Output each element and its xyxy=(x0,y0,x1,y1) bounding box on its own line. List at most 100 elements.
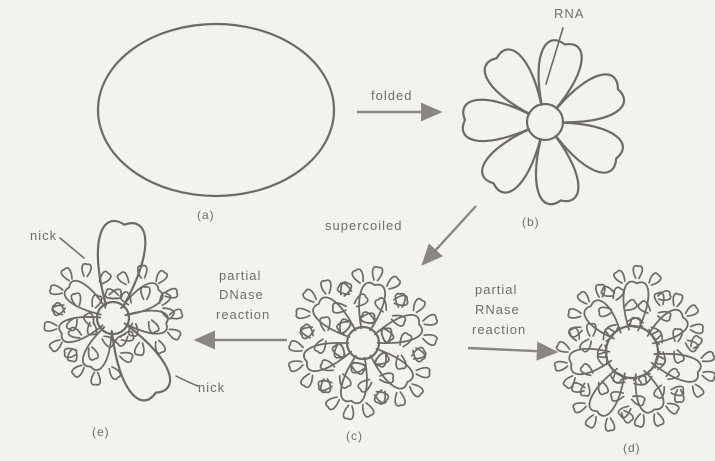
supercoil-minor-loop xyxy=(117,272,128,285)
rosette-loop xyxy=(539,40,582,108)
circular-dna-a xyxy=(98,24,334,196)
supercoil-minor-loop xyxy=(363,403,374,417)
panel-a-label: (a) xyxy=(197,208,215,223)
supercoil-minor-loop xyxy=(387,276,400,288)
supercoil-minor-loop xyxy=(168,329,181,339)
supercoil-minor-loop xyxy=(578,292,590,304)
supercoil-minor-loop xyxy=(674,350,684,363)
supercoil-minor-loop xyxy=(573,403,586,413)
supercoil-minor-loop xyxy=(156,340,166,353)
supercoil-minor-loop xyxy=(691,336,702,349)
supercoil-minor-loop xyxy=(149,320,159,333)
dnase-label-line3: reaction xyxy=(216,307,270,322)
partially-relaxed-structure-e xyxy=(44,221,182,400)
dnase-label-line2: DNase xyxy=(219,287,264,302)
supercoil-minor-loop xyxy=(343,405,353,419)
supercoil-minor-loop xyxy=(416,368,430,378)
core-ring xyxy=(347,327,379,359)
rosette-loop xyxy=(482,129,540,192)
rosette-loop xyxy=(485,49,542,113)
supercoil-minor-loop xyxy=(289,361,303,371)
supercoil-minor-loop xyxy=(624,300,637,311)
supercoil-minor-loop xyxy=(693,384,704,397)
supercoil-minor-loop xyxy=(296,308,310,318)
supercoil-minor-loop xyxy=(50,285,63,294)
rna-digested-structure-d xyxy=(555,266,715,431)
supercoil-minor-loop xyxy=(666,403,679,413)
rnase-label-line2: RNase xyxy=(475,302,520,317)
supercoil-minor-loop xyxy=(375,353,389,364)
supercoil-domain-loop xyxy=(125,311,168,334)
supercoil-minor-loop xyxy=(50,340,62,351)
supercoil-minor-loop xyxy=(557,342,570,352)
supercoil-minor-loop xyxy=(622,411,634,423)
supercoil-minor-loop xyxy=(373,267,383,281)
supercoil-minor-loop xyxy=(301,374,313,388)
supercoil-minor-loop xyxy=(141,287,150,299)
folded-label: folded xyxy=(371,88,412,103)
supercoil-minor-loop xyxy=(633,266,642,279)
supercoil-minor-loop xyxy=(586,415,597,428)
dnase-label-line1: partial xyxy=(219,268,261,283)
supercoil-minor-loop xyxy=(156,271,167,284)
supercoiled-structure-c xyxy=(289,267,437,420)
supercoil-minor-loop xyxy=(375,392,389,403)
supercoil-minor-loop xyxy=(423,315,437,325)
supercoil-minor-loop xyxy=(120,353,133,363)
supercoil-minor-loop xyxy=(701,352,714,362)
rosette-loop xyxy=(556,123,623,173)
rna-pointer-line xyxy=(546,28,563,84)
supercoil-minor-loop xyxy=(135,343,144,356)
rnase-label-line3: reaction xyxy=(472,322,526,337)
supercoil-minor-loop xyxy=(635,414,644,427)
supercoil-minor-loop xyxy=(649,273,661,285)
supercoil-minor-loop xyxy=(340,374,351,388)
nick-bottom-pointer xyxy=(176,376,198,386)
rosette-loop xyxy=(557,74,625,122)
supercoil-minor-loop xyxy=(375,298,386,312)
supercoil-minor-loop xyxy=(338,283,352,294)
rnase-arrow xyxy=(468,348,556,352)
supercoil-minor-loop xyxy=(89,347,99,360)
supercoil-minor-loop xyxy=(352,269,363,283)
supercoil-minor-loop xyxy=(601,286,614,296)
panel-c-label: (c) xyxy=(346,429,363,444)
nick-top-pointer xyxy=(60,238,84,258)
supercoil-minor-loop xyxy=(82,264,91,277)
supercoil-minor-loop xyxy=(423,335,437,345)
supercoil-minor-loop xyxy=(72,365,84,377)
supercoiled-arrow xyxy=(423,206,476,264)
panel-b-label: (b) xyxy=(522,215,540,230)
supercoil-minor-loop xyxy=(109,289,122,298)
rosette-loop xyxy=(536,136,578,204)
panel-e-label: (e) xyxy=(92,425,110,440)
supercoiled-label: supercoiled xyxy=(325,218,403,233)
supercoil-minor-loop xyxy=(289,341,303,351)
supercoil-minor-loop xyxy=(303,289,316,302)
supercoil-minor-loop xyxy=(326,397,339,409)
rna-label: RNA xyxy=(554,6,584,21)
core-ring xyxy=(527,104,563,140)
supercoil-minor-loop xyxy=(654,413,664,426)
folded-rosette-b xyxy=(463,40,624,204)
supercoil-minor-loop xyxy=(44,322,57,331)
supercoil-minor-loop xyxy=(702,372,715,381)
panel-d-label: (d) xyxy=(623,441,641,456)
supercoil-minor-loop xyxy=(599,307,612,316)
supercoil-minor-loop xyxy=(410,384,423,397)
supercoil-minor-loop xyxy=(395,392,405,406)
supercoil-minor-loop xyxy=(358,380,371,392)
supercoil-minor-loop xyxy=(61,268,72,281)
supercoil-minor-loop xyxy=(555,362,568,371)
rnase-label-line1: partial xyxy=(475,282,517,297)
nick-top-label: nick xyxy=(30,228,57,243)
supercoil-minor-loop xyxy=(354,294,367,306)
supercoil-minor-loop xyxy=(686,305,699,316)
supercoil-minor-loop xyxy=(691,324,704,333)
supercoil-minor-loop xyxy=(568,309,581,318)
supercoil-minor-loop xyxy=(673,294,682,307)
supercoil-minor-loop xyxy=(605,418,614,431)
supercoil-minor-loop xyxy=(321,280,331,294)
supercoil-minor-loop xyxy=(91,372,100,384)
